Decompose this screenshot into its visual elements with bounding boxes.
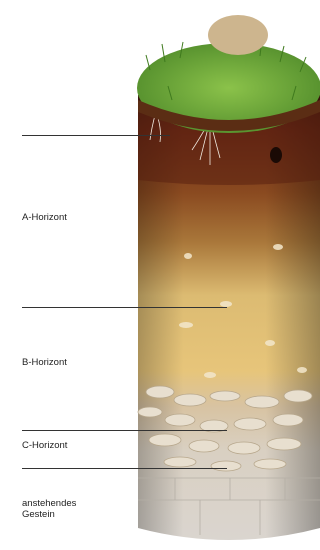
burrow-hole (270, 147, 282, 163)
label-bedrock: anstehendes Gestein (22, 498, 76, 520)
divider-line-a-b (22, 307, 227, 308)
divider-line-a-top (22, 135, 170, 136)
cut-soil-patch (208, 15, 268, 55)
label-c-horizon: C-Horizont (22, 440, 67, 451)
label-b-horizon: B-Horizont (22, 357, 67, 368)
soil-column (137, 15, 320, 540)
divider-line-c-bedrock (22, 468, 227, 469)
divider-line-b-c (22, 430, 227, 431)
label-a-horizon: A-Horizont (22, 212, 67, 223)
